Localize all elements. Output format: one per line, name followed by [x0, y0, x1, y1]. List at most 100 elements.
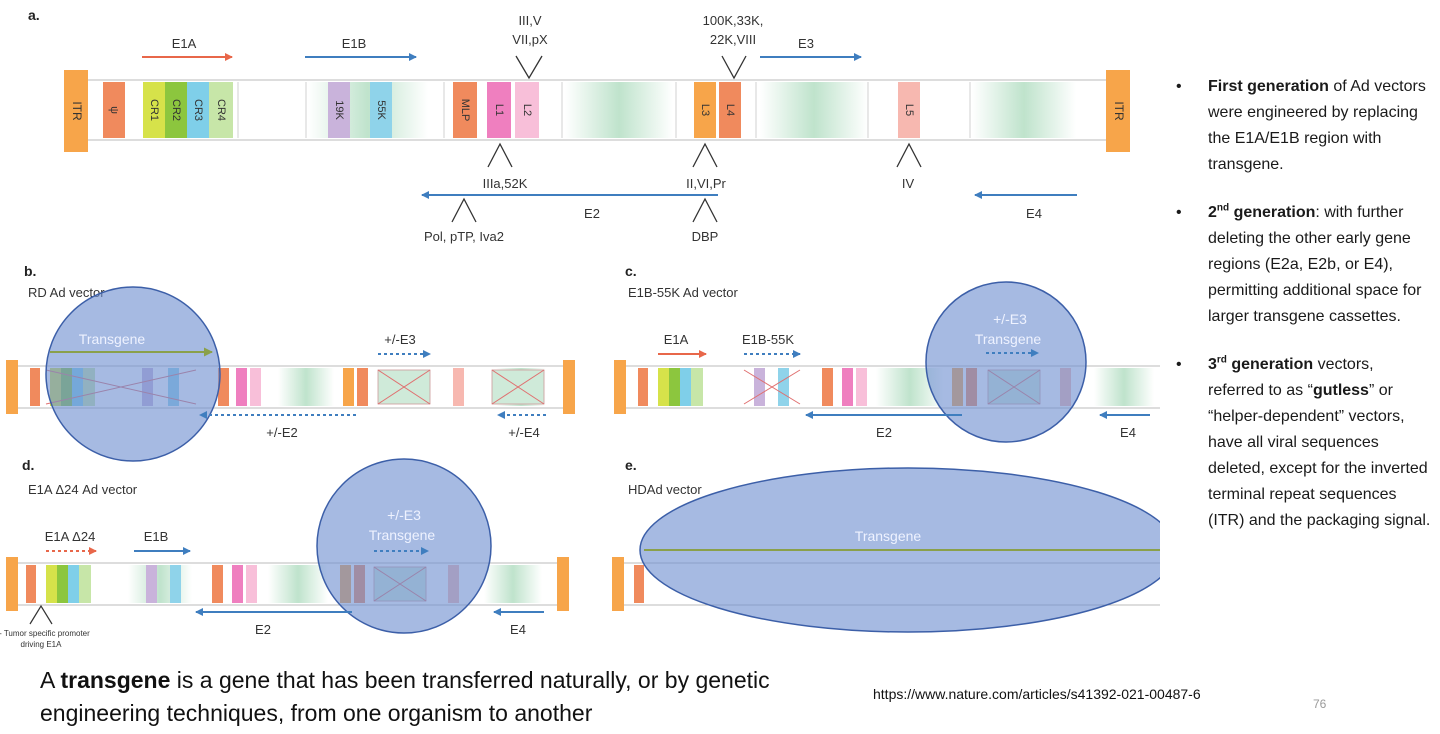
e1b-label: E1B: [144, 529, 169, 544]
l3-label: L3: [699, 104, 711, 116]
e2b-caret: [451, 197, 477, 223]
itr-left-box: [6, 557, 18, 611]
cr2-box: [165, 82, 187, 138]
bullet-text: vectors, referred to as “: [1208, 356, 1374, 399]
e1a-label: E1A: [664, 332, 689, 347]
green-region: [278, 368, 334, 406]
green-region: [268, 565, 328, 603]
bullet-text: : with further deleting the other early …: [1208, 204, 1422, 325]
e4-label: E4: [1120, 425, 1136, 440]
panel-a: a. ITR ITR ψ CR1 CR2 CR3 CR4: [28, 7, 1130, 244]
e4-label: E4: [510, 622, 526, 637]
transgene-label: Transgene: [975, 331, 1042, 347]
transgene-circle: [45, 286, 221, 462]
cr1-box: [658, 368, 669, 406]
transgene-circle: [316, 458, 492, 634]
bullet-third-generation: •3rd generation vectors, referred to as …: [1172, 352, 1434, 534]
packaging-signal-label: ψ: [108, 106, 120, 114]
l2-box: [856, 368, 867, 406]
l4-box: [719, 82, 741, 138]
itr-left-box: [64, 70, 88, 152]
panel-d: d. E1A Δ24 Ad vector E1A Δ24 E1B +/-E3 T…: [0, 457, 569, 649]
e2-label: +/-E2: [266, 425, 297, 440]
e3-label: +/-E3: [387, 507, 421, 523]
packaging-signal-box: [638, 368, 648, 406]
cr1-box: [46, 565, 57, 603]
l5-caret: [896, 142, 922, 168]
l4-label: L4: [724, 104, 736, 116]
panel-b: b. RD Ad vector Transgene +/-E3: [6, 263, 575, 462]
panel-c: c. E1B-55K Ad vector E1A E1B-55K +/-E3: [614, 263, 1160, 443]
green-region: [760, 82, 868, 138]
cr2-box: [57, 565, 68, 603]
l2-box: [250, 368, 261, 406]
e1b-19k-box: [754, 368, 765, 406]
itr-left-box: [6, 360, 18, 414]
l5-label: L5: [903, 104, 915, 116]
e4-label: +/-E4: [508, 425, 539, 440]
e3-label: E3: [798, 36, 814, 51]
l1-box: [236, 368, 247, 406]
packaging-signal-box: [26, 565, 36, 603]
e1b-55k-box: [170, 565, 181, 603]
green-region: [972, 82, 1076, 138]
panel-d-title: E1A Δ24 Ad vector: [28, 482, 138, 497]
bullet-text: of Ad vectors were engineered by replaci…: [1208, 78, 1426, 173]
panel-b-title: RD Ad vector: [28, 285, 105, 300]
mlp-box: [218, 368, 229, 406]
green-region: [1094, 368, 1154, 406]
e1b-19k-box: [328, 82, 350, 138]
l2-box: [246, 565, 257, 603]
transgene-label: Transgene: [79, 331, 146, 347]
e2-label: E2: [584, 206, 600, 221]
promoter-note-line2: driving E1A: [21, 640, 63, 649]
panel-a-label: a.: [28, 7, 40, 23]
deletion-cross: [491, 369, 545, 405]
cr4-label: CR4: [215, 99, 227, 121]
mlp-box: [822, 368, 833, 406]
itr-left-label: ITR: [70, 101, 84, 121]
e3-label: +/-E3: [993, 311, 1027, 327]
l2-caret: [515, 55, 543, 80]
e1b55k-label: E1B-55K: [742, 332, 794, 347]
packaging-signal-box: [103, 82, 125, 138]
panel-e: e. HDAd vector Transgene: [612, 457, 1160, 633]
promoter-caret: [29, 604, 53, 625]
source-url[interactable]: https://www.nature.com/articles/s41392-0…: [873, 686, 1201, 702]
bullet-bold: 2nd generation: [1208, 202, 1315, 221]
bullet-first-generation: •First generation of Ad vectors were eng…: [1172, 74, 1434, 178]
mlp-box: [212, 565, 223, 603]
l4-caret: [721, 55, 747, 80]
deletion-cross: [377, 369, 431, 405]
transgene-circle: [925, 281, 1087, 443]
l2-label: L2: [521, 104, 533, 116]
cr3-box: [68, 565, 79, 603]
l1-box: [232, 565, 243, 603]
cr3-box: [680, 368, 691, 406]
transgene-label: Transgene: [855, 528, 922, 544]
green-region: [484, 565, 542, 603]
l1-caret: [487, 142, 513, 168]
l1-products: IIIa,52K: [483, 176, 528, 191]
itr-left-box: [612, 557, 624, 611]
l3-box: [343, 368, 354, 406]
cr4-box: [209, 82, 233, 138]
e2-label: E2: [255, 622, 271, 637]
e3-label: +/-E3: [384, 332, 415, 347]
itr-left-box: [614, 360, 626, 414]
panel-b-label: b.: [24, 263, 36, 279]
promoter-note-line1: +/- Tumor specific promoter: [0, 629, 90, 638]
e1b-55k-box: [370, 82, 392, 138]
cr2-label: CR2: [170, 99, 182, 121]
transgene-label: Transgene: [369, 527, 436, 543]
l4-box: [357, 368, 368, 406]
l2-products-line2: VII,pX: [512, 32, 548, 47]
bullet-bold-text: generation: [1226, 356, 1314, 373]
panel-c-label: c.: [625, 263, 637, 279]
panel-d-label: d.: [22, 457, 34, 473]
bullet-ordinal: nd: [1216, 202, 1230, 214]
deletion-cross: [743, 369, 801, 405]
itr-right-box: [557, 557, 569, 611]
page-number: 76: [1313, 697, 1327, 711]
itr-right-box: [1106, 70, 1130, 152]
